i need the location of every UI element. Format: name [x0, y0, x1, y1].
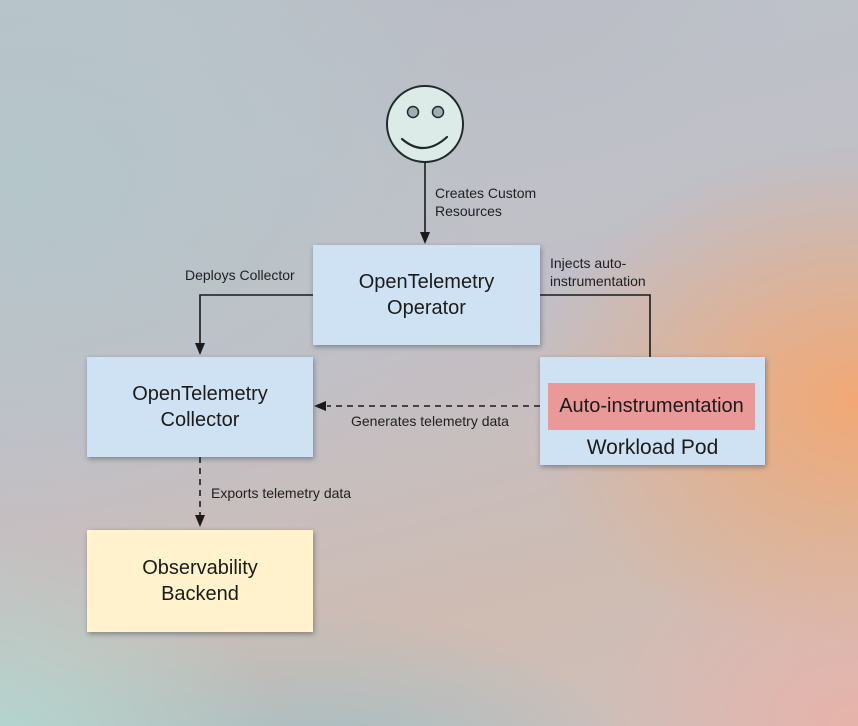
edge-exports-telemetry-data [195, 457, 205, 527]
node-label: Workload Pod [586, 435, 719, 459]
workload-pod-label: Workload Pod [540, 430, 765, 465]
edge-label-creates-custom-resources: Creates Custom Resources [435, 185, 537, 220]
node-opentelemetry-collector: OpenTelemetry Collector [87, 357, 313, 457]
node-auto-instrumentation: Auto-instrumentation [548, 383, 755, 430]
edge-deploys-collector [195, 294, 313, 355]
edge-label-generates-telemetry-data: Generates telemetry data [351, 413, 509, 429]
node-opentelemetry-operator: OpenTelemetry Operator [313, 245, 540, 345]
node-label: OpenTelemetry Operator [358, 270, 495, 319]
node-label: OpenTelemetry Collector [132, 382, 268, 431]
node-observability-backend: Observability Backend [87, 530, 313, 632]
user-smiley-icon [386, 85, 464, 163]
edge-label-deploys-collector: Deploys Collector [185, 267, 295, 283]
edge-label-injects-auto-instrumentation: Injects auto-instrumentation [550, 255, 646, 290]
node-label: Observability Backend [142, 556, 258, 605]
edge-label-exports-telemetry-data: Exports telemetry data [211, 485, 352, 501]
edge-generates-telemetry-data [314, 401, 540, 411]
node-label: Auto-instrumentation [559, 395, 744, 417]
edge-creates-custom-resources [420, 162, 430, 244]
